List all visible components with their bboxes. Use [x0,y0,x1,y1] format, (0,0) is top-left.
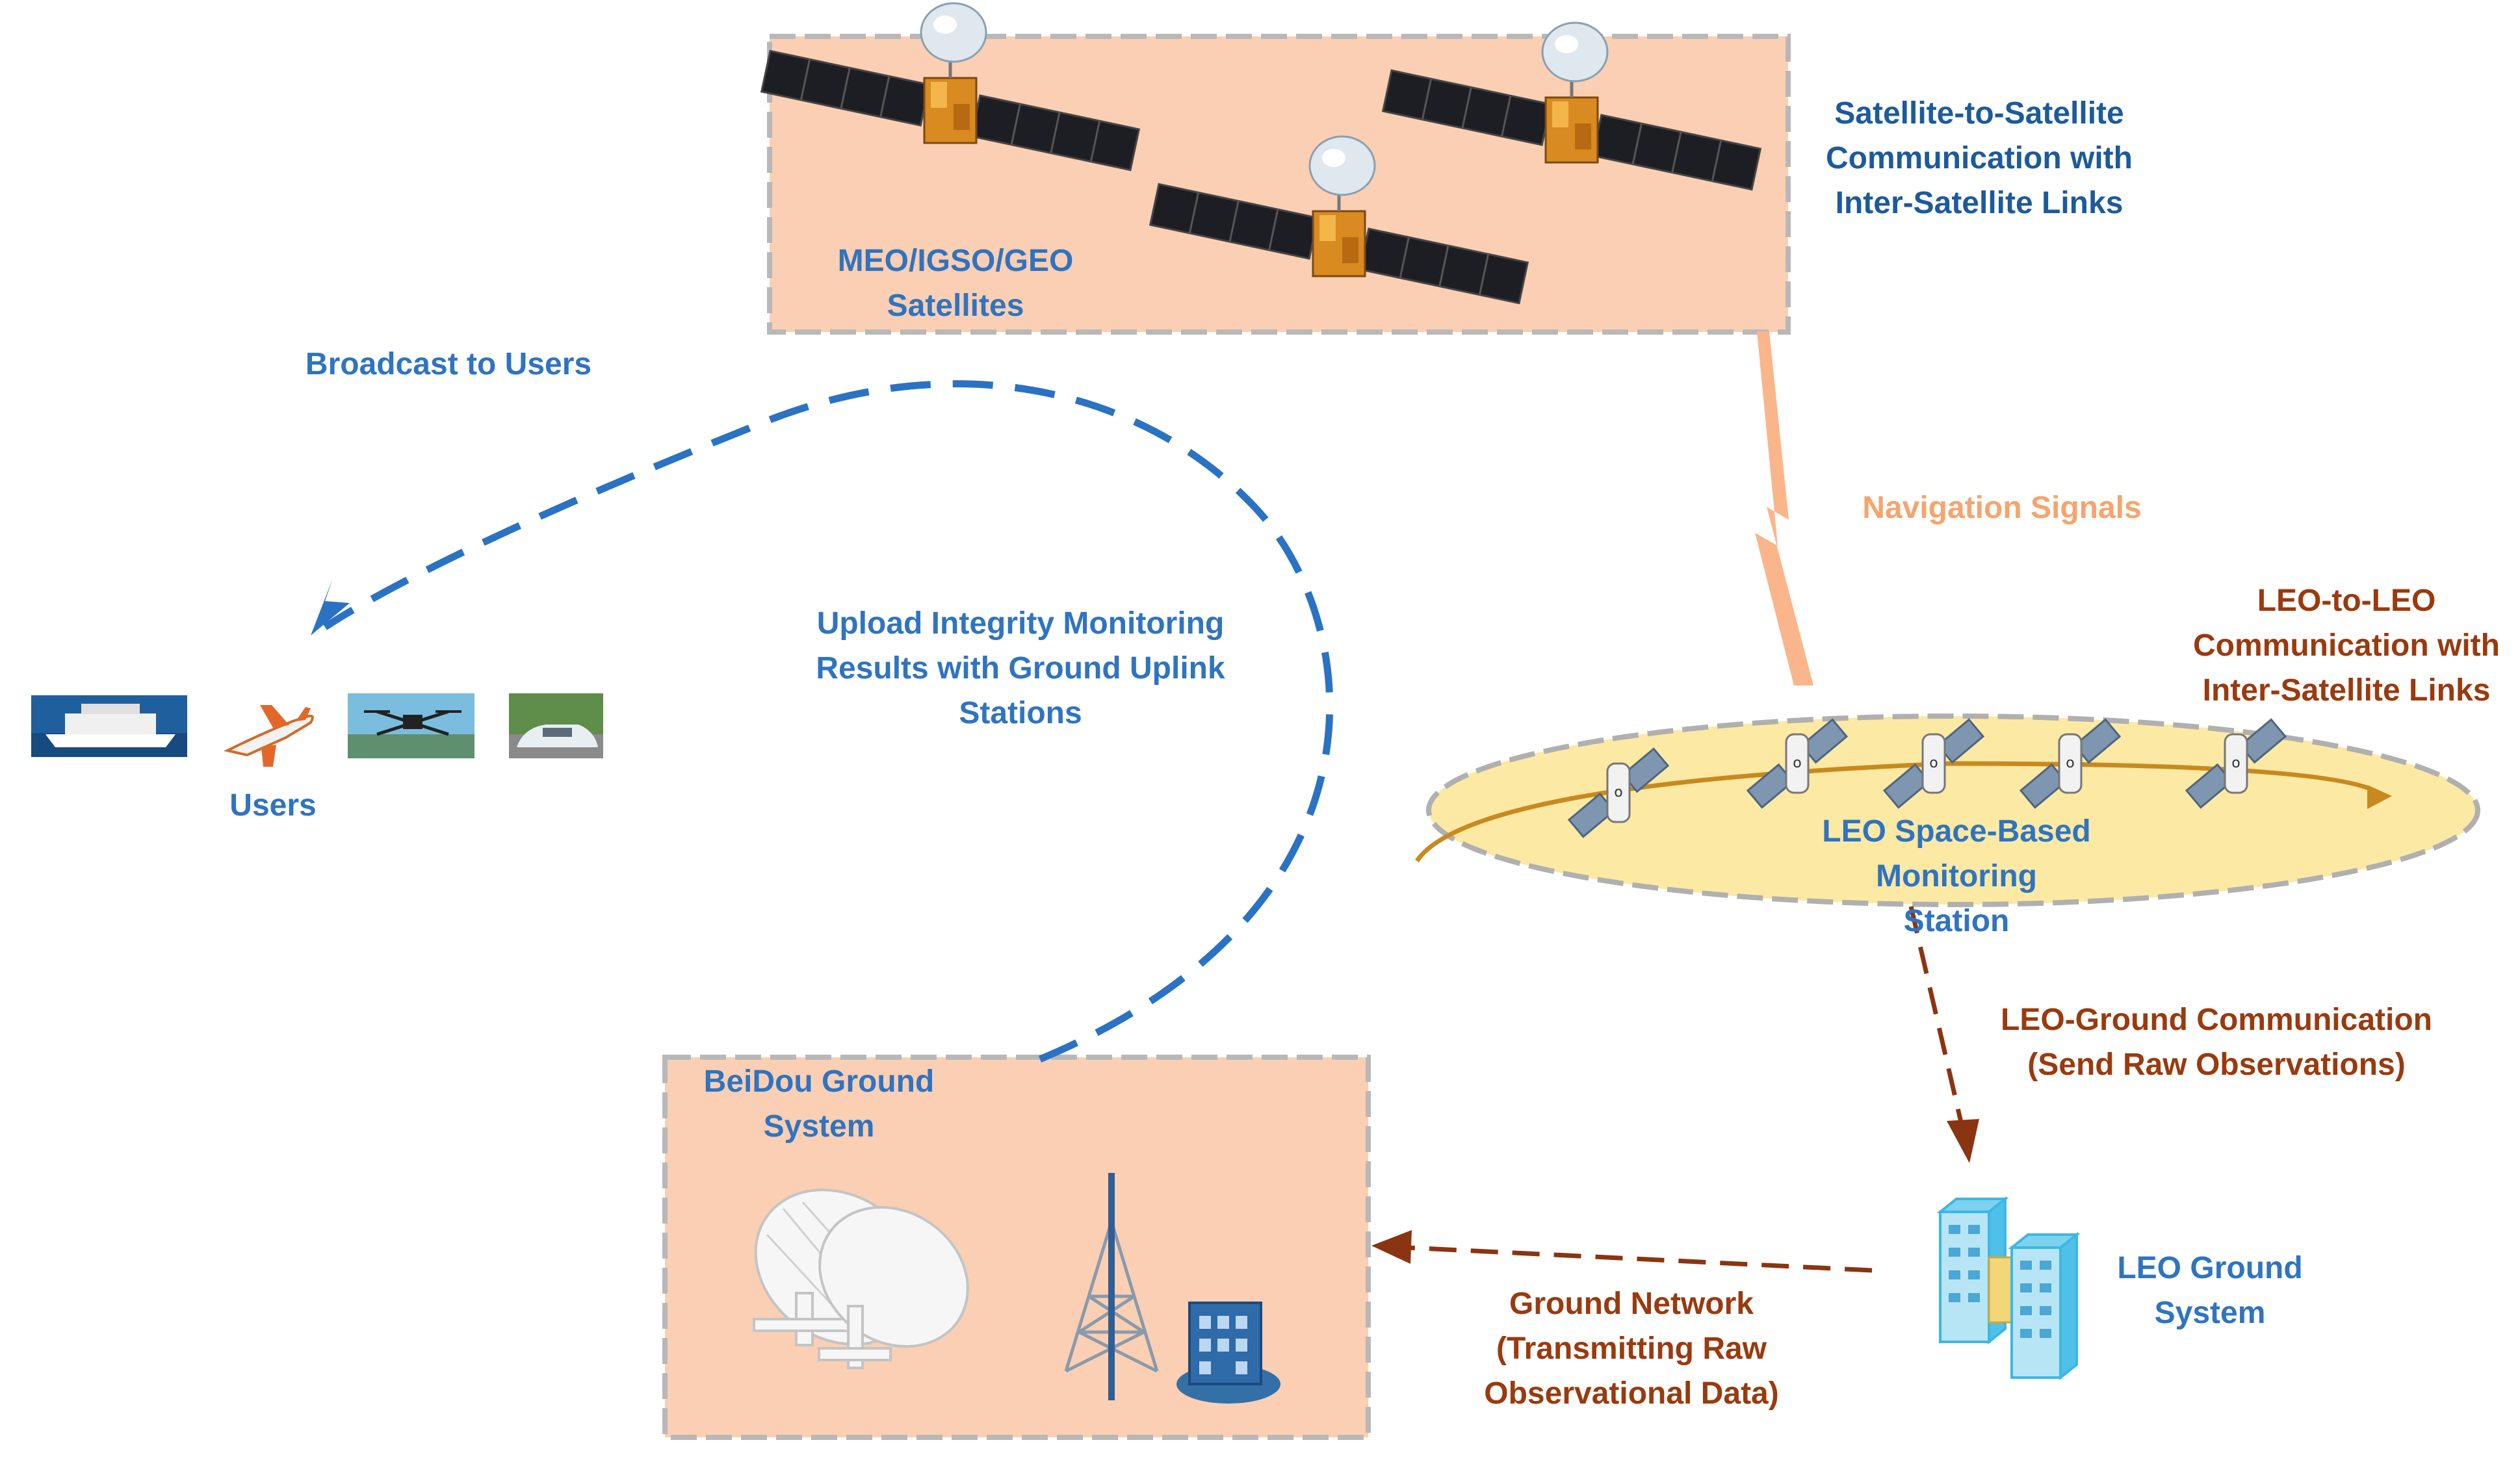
leo-ground-link [1908,906,1966,1131]
label-beidou-ground: BeiDou Ground System [703,1064,935,1144]
orbit-arrow-head [2367,785,2392,809]
leo-ground-arrow-head [1947,1119,1979,1163]
leo-station-ellipse [1426,713,2480,907]
ground-network-arrow-head [1371,1230,1412,1264]
label-users: Users [229,788,317,823]
upload-broadcast-curve [323,380,1334,1063]
building-icon [1176,1302,1280,1404]
label-upload-integrity: Upload Integrity Monitoring Results with… [816,606,1225,730]
label-ground-network: Ground Network (Transmitting Raw Observa… [1484,1287,1779,1411]
label-leo-station: LEO Space-Based Monitoring Station [1822,814,2091,938]
label-leo-to-leo: LEO-to-LEO Communication with Inter-Sate… [2193,584,2500,708]
label-leo-ground-comm: LEO-Ground Communication (Send Raw Obser… [2001,1003,2432,1082]
ship-icon [31,695,187,757]
leo-orbit-path [1415,761,2382,862]
server-buildings-icon [1936,1196,2081,1381]
drone-icon [348,693,474,758]
label-broadcast: Broadcast to Users [305,347,592,381]
tower-antenna-mast [1108,1173,1115,1400]
car-icon [509,693,603,758]
label-navigation-signals: Navigation Signals [1862,491,2142,525]
airplane-icon [224,705,314,767]
navigation-signal-lightning [1755,331,1813,686]
dish-antenna-icon [753,1188,969,1369]
label-leo-ground-system: LEO Ground System [2117,1251,2303,1330]
label-sat-to-sat: Satellite-to-Satellite Communication wit… [1826,96,2133,220]
label-meo-igso-geo: MEO/IGSO/GEO Satellites [837,244,1074,323]
ground-network-link [1407,1245,1873,1273]
broadcast-arrow-head [311,578,350,636]
